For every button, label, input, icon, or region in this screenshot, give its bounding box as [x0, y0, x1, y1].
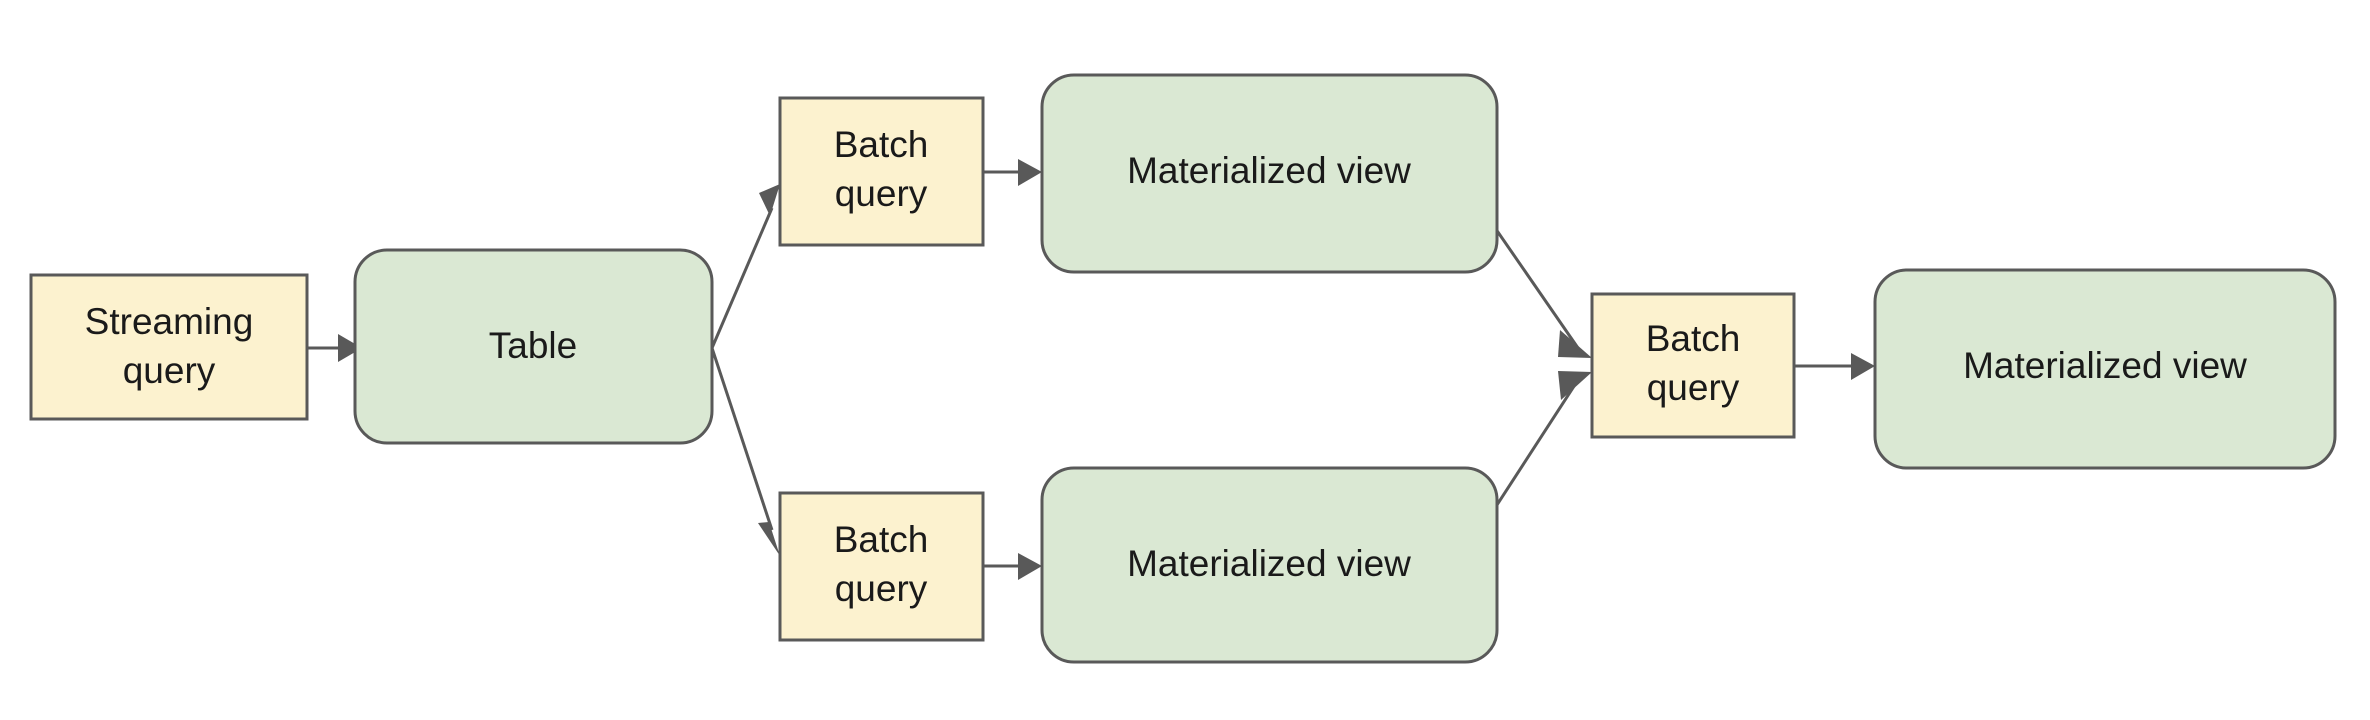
batch-query-bottom-box[interactable]: [778, 491, 985, 642]
materialized-view-bottom-box[interactable]: [1040, 466, 1499, 664]
edge-batch-bottom-to-view-bottom: [983, 553, 1042, 580]
node-batch-query-bottom[interactable]: Batch query: [778, 491, 985, 642]
materialized-view-top-box[interactable]: [1040, 73, 1499, 274]
batch-query-bottom-label-line2: query: [835, 568, 928, 609]
materialized-view-final-box[interactable]: [1873, 268, 2337, 470]
batch-query-center-label-line2: query: [1647, 367, 1740, 408]
arrowhead-icon: [1018, 159, 1042, 186]
edge-batch-top-to-view-top: [983, 159, 1042, 186]
streaming-query-label-line2: query: [123, 350, 216, 391]
batch-query-top-label-line2: query: [835, 173, 928, 214]
edge-batch-center-to-view-final: [1794, 353, 1875, 380]
edge-streaming-to-table: [307, 334, 362, 362]
streaming-query-box[interactable]: [29, 273, 309, 421]
edge-table-to-batch-top: [710, 184, 780, 349]
node-batch-query-top[interactable]: Batch query: [778, 96, 985, 247]
arrowhead-icon: [758, 522, 780, 556]
streaming-query-label-line1: Streaming: [85, 301, 254, 342]
arrowhead-icon: [1558, 371, 1592, 400]
batch-query-center-box[interactable]: [1590, 292, 1796, 439]
arrowhead-icon: [338, 334, 362, 362]
node-table[interactable]: Table: [353, 248, 714, 445]
arrowhead-icon: [759, 184, 780, 216]
node-streaming-query[interactable]: Streaming query: [29, 273, 309, 421]
batch-query-top-label-line1: Batch: [834, 124, 929, 165]
batch-query-bottom-label-line1: Batch: [834, 519, 929, 560]
table-label: Table: [489, 325, 577, 366]
node-materialized-view-bottom[interactable]: Materialized view: [1040, 466, 1499, 664]
materialized-view-bottom-label: Materialized view: [1127, 543, 1411, 584]
edge-table-to-batch-bottom: [710, 347, 780, 556]
arrowhead-icon: [1851, 353, 1875, 380]
batch-query-center-label-line1: Batch: [1646, 318, 1741, 359]
arrowhead-icon: [1558, 330, 1592, 358]
node-batch-query-center[interactable]: Batch query: [1590, 292, 1796, 439]
materialized-view-top-label: Materialized view: [1127, 150, 1411, 191]
node-materialized-view-final[interactable]: Materialized view: [1873, 268, 2337, 470]
batch-query-top-box[interactable]: [778, 96, 985, 247]
node-materialized-view-top[interactable]: Materialized view: [1040, 73, 1499, 274]
edge-line: [710, 207, 774, 349]
table-box[interactable]: [353, 248, 714, 445]
materialized-view-final-label: Materialized view: [1963, 345, 2247, 386]
edge-line: [710, 347, 774, 531]
arrowhead-icon: [1018, 553, 1042, 580]
